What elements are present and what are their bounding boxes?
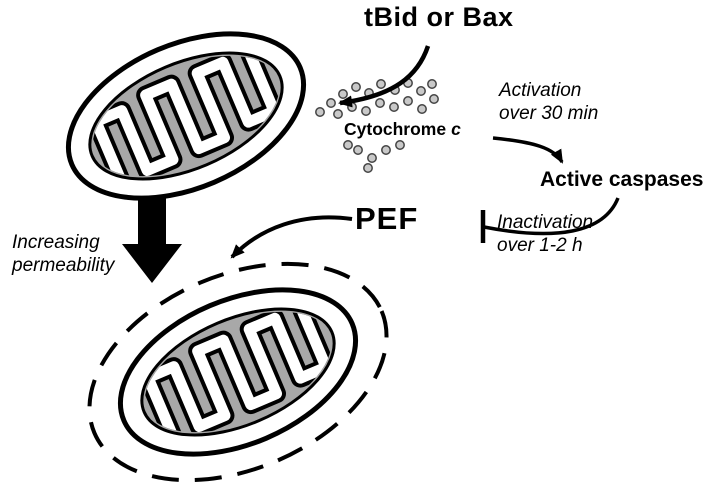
cytochrome-c-dots <box>315 78 439 173</box>
pef-label: PEF <box>355 201 419 236</box>
activation-arrow <box>492 136 564 164</box>
active-caspases-label: Active caspases <box>540 168 704 191</box>
block-arrow-icon <box>122 196 182 283</box>
tbid-or-bax-label: tBid or Bax <box>364 2 514 32</box>
inactivation-curve <box>483 197 620 236</box>
activation-time-label: Activation over 30 min <box>499 80 599 125</box>
permeabilized-dashed-membrane <box>87 261 389 482</box>
mitochondrion-permeabilized <box>96 257 381 482</box>
inactivation-time-label: Inactivation over 1-2 h <box>497 212 594 257</box>
mitochondrion-intact <box>44 1 329 230</box>
tbid-arrow <box>338 45 431 108</box>
cytochrome-word: Cytochrome <box>344 119 447 139</box>
increasing-permeability-label: Increasing permeability <box>12 232 115 277</box>
cytochrome-c-letter: c <box>451 119 461 139</box>
pef-arrow <box>230 215 353 259</box>
